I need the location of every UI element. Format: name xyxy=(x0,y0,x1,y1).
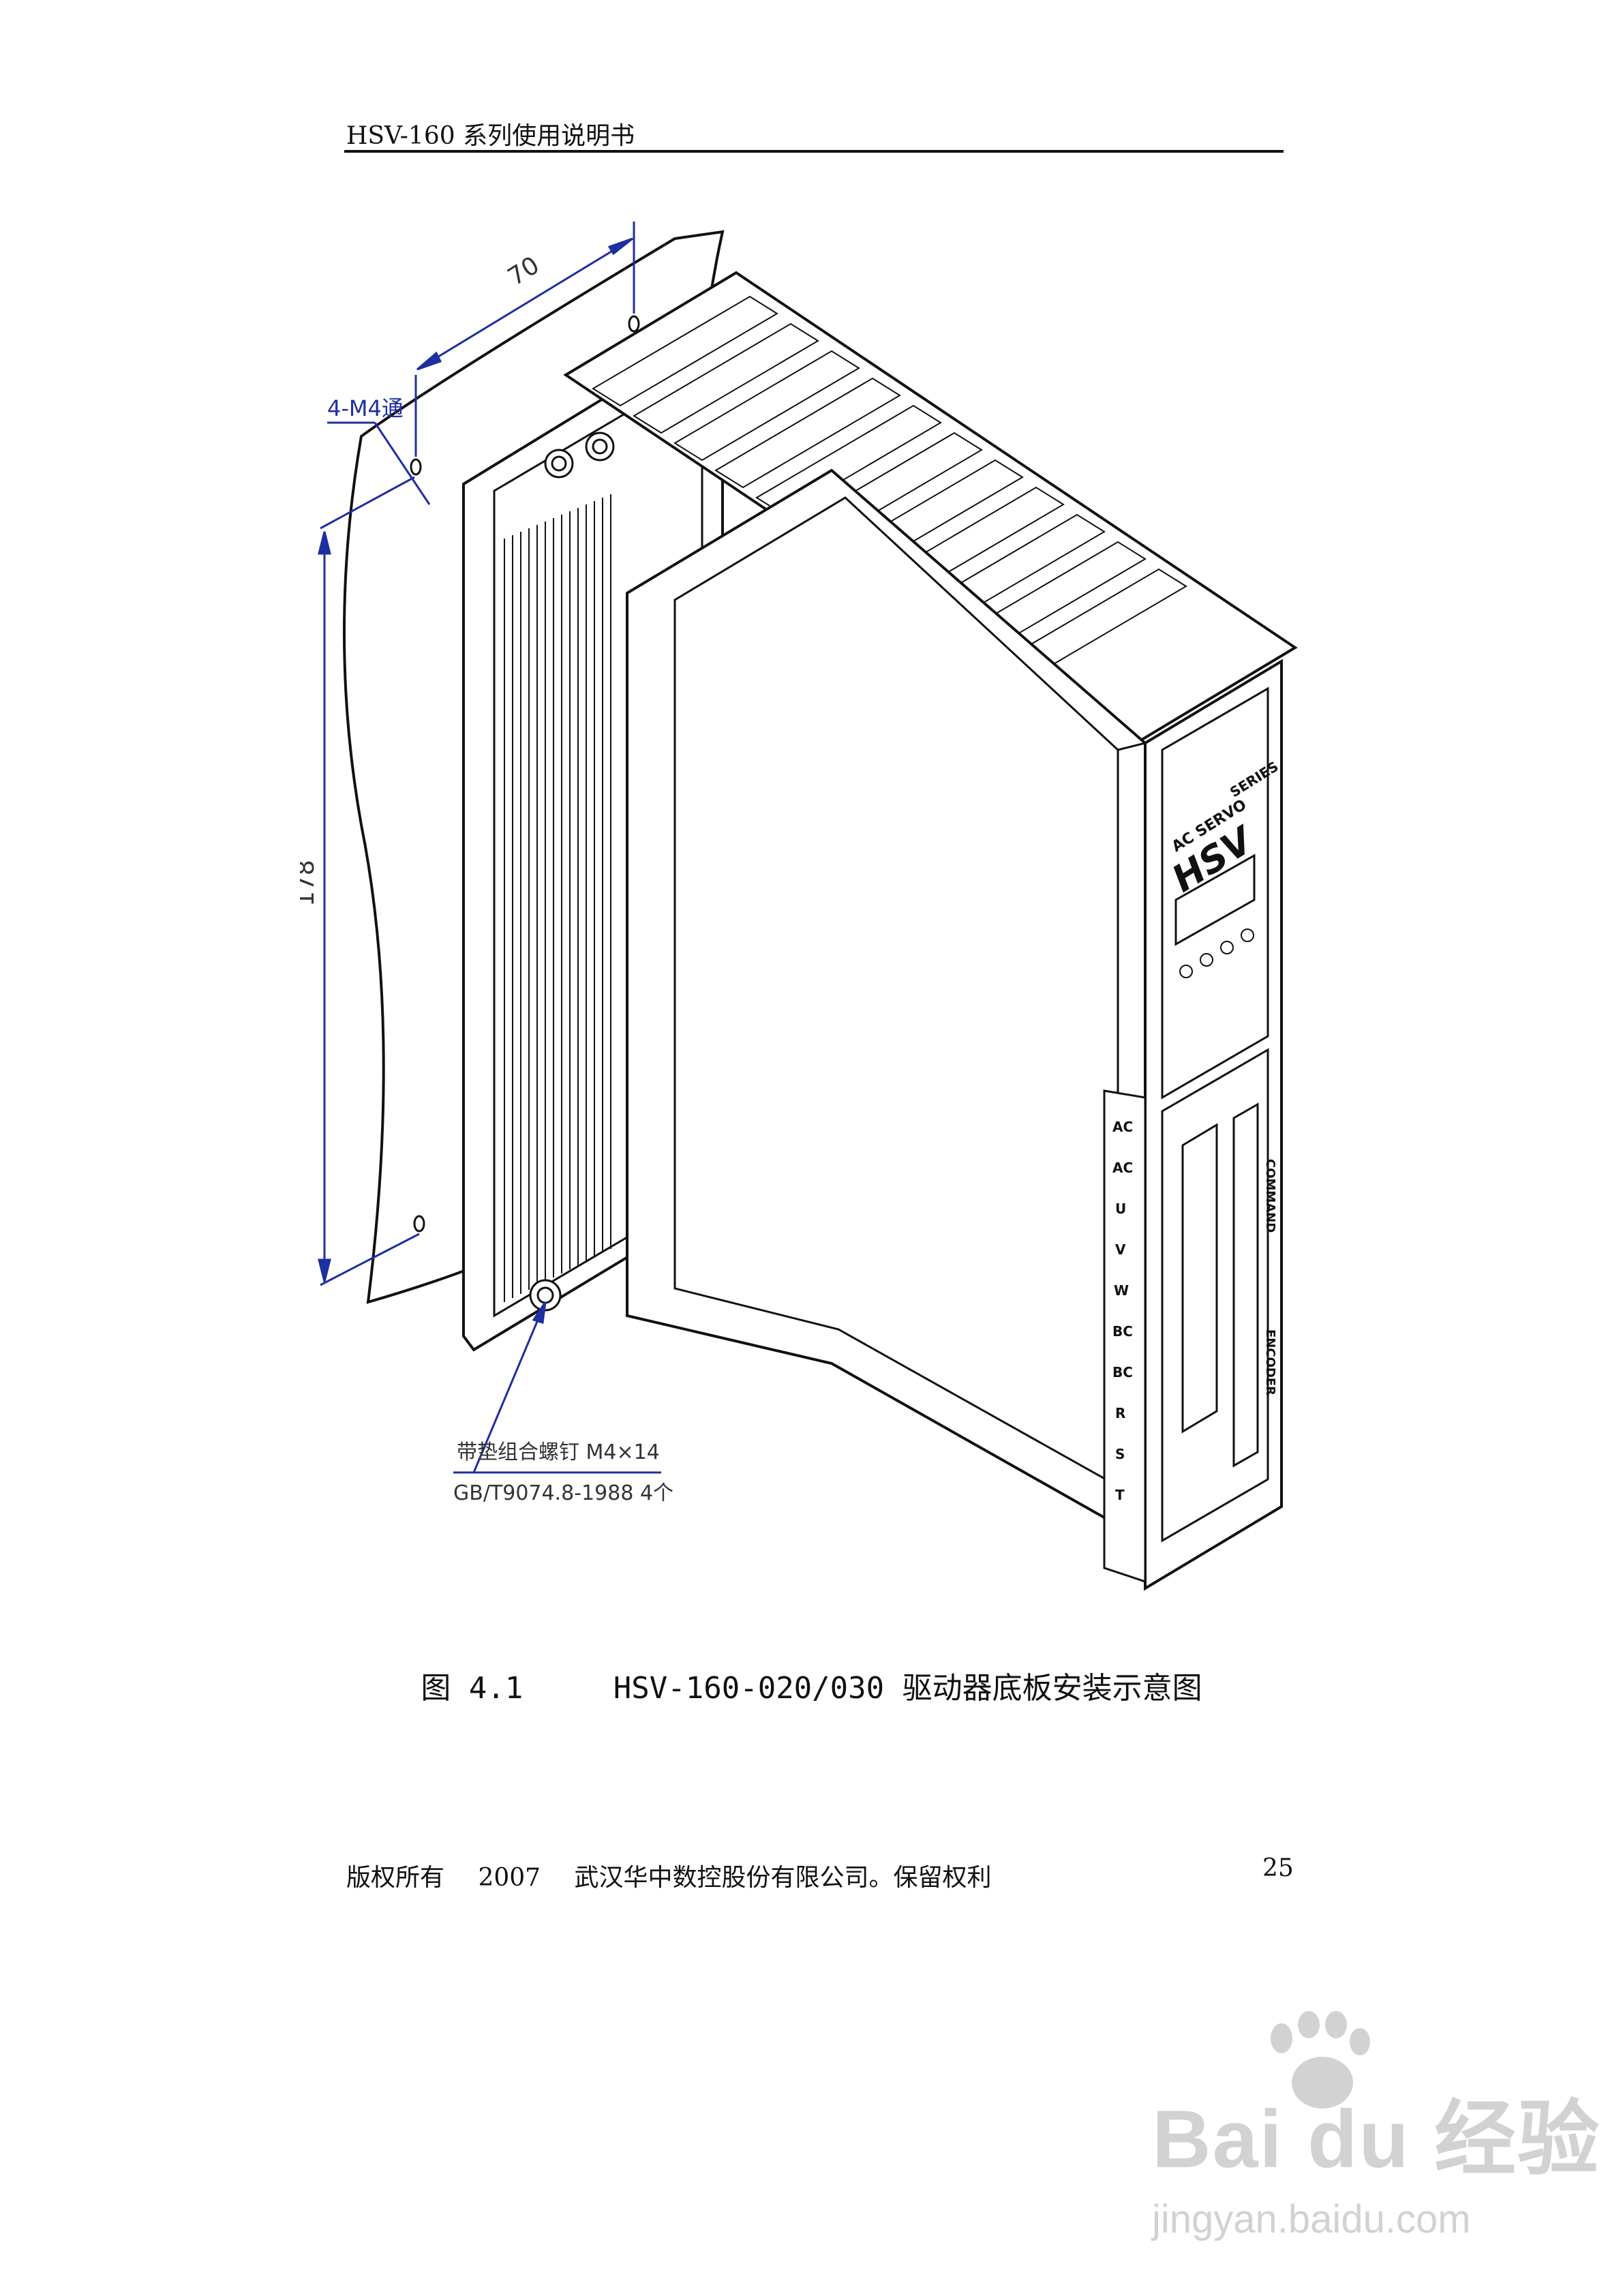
watermark-brand: Bai du 经验 xyxy=(1152,2094,1601,2185)
screw-label-2: GB/T9074.8-1988 4个 xyxy=(453,1481,673,1505)
paw-icon xyxy=(1271,2011,1370,2109)
footer-year: 2007 xyxy=(478,1864,541,1892)
mounting-hole-bottom-left xyxy=(413,1215,425,1233)
footer-copyright: 版权所有 xyxy=(346,1864,445,1892)
footer-company: 武汉华中数控股份有限公司。保留权利 xyxy=(574,1864,992,1892)
mounting-hole-top-right xyxy=(628,315,640,333)
led-display xyxy=(1174,854,1256,946)
terminal-label: AC xyxy=(1112,1119,1133,1135)
mounting-hole-top-left xyxy=(410,458,422,476)
screw-label-1: 带垫组合螺钉 M4×14 xyxy=(457,1440,660,1464)
watermark-url: jingyan.baidu.com xyxy=(1152,2197,1471,2241)
terminal-label: R xyxy=(1115,1405,1125,1421)
terminal-label: U xyxy=(1115,1200,1126,1217)
dimension-width-label: 70 xyxy=(503,252,545,292)
page-number: 25 xyxy=(1262,1854,1294,1882)
terminal-label: V xyxy=(1115,1241,1126,1258)
installation-figure: 70 4-M4通 178 带垫组合螺钉 M4×14 GB/ xyxy=(292,211,1309,1652)
heatsink-fins xyxy=(504,494,611,1302)
watermark: Bai du 经验 jingyan.baidu.com xyxy=(1152,2011,1601,2242)
top-screws xyxy=(544,432,615,479)
caption-label: 图 4.1 xyxy=(421,1671,524,1706)
header-rule xyxy=(344,150,1284,153)
terminal-label: W xyxy=(1114,1282,1129,1299)
panel-encoder: ENCODER xyxy=(1263,1329,1277,1395)
hole-leader xyxy=(327,421,431,505)
hole-label: 4-M4通 xyxy=(327,395,404,421)
screw-leader xyxy=(453,1301,661,1474)
panel-command: COMMAND xyxy=(1263,1159,1277,1233)
dimension-height xyxy=(318,476,420,1286)
terminal-strip xyxy=(1103,1089,1147,1584)
terminal-label: AC xyxy=(1112,1160,1133,1176)
terminal-label: T xyxy=(1115,1487,1125,1503)
caption-text: HSV-160-020/030 驱动器底板安装示意图 xyxy=(613,1671,1202,1706)
servo-drive-drawing: 70 4-M4通 178 带垫组合螺钉 M4×14 GB/ xyxy=(292,222,1298,1591)
figure-caption: 图 4.1 HSV-160-020/030 驱动器底板安装示意图 xyxy=(0,1663,1623,1707)
terminal-labels: AC AC U V W BC BC R S T xyxy=(1112,1119,1133,1503)
panel-buttons xyxy=(1179,928,1254,978)
terminal-label: BC xyxy=(1112,1364,1133,1380)
terminal-label: BC xyxy=(1112,1323,1133,1340)
footer: 版权所有 2007 武汉华中数控股份有限公司。保留权利 xyxy=(346,1858,1018,1893)
header-title: HSV-160 系列使用说明书 xyxy=(346,122,635,150)
dimension-height-label: 178 xyxy=(300,860,320,907)
terminal-label: S xyxy=(1115,1446,1125,1462)
bottom-screw xyxy=(529,1279,562,1312)
dimension-width xyxy=(414,222,635,457)
